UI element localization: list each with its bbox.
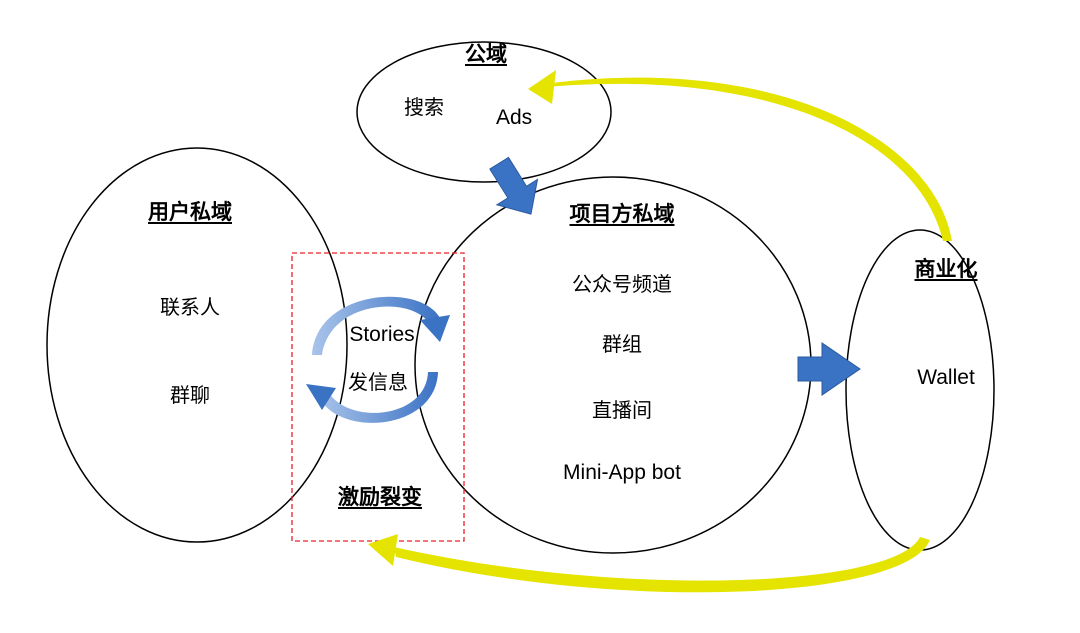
incentive-stories: Stories bbox=[349, 323, 415, 346]
user-private-title: 用户私域 bbox=[148, 200, 232, 224]
incentive-send-message: 发信息 bbox=[348, 370, 408, 394]
commercialization-title: 商业化 bbox=[914, 257, 978, 281]
incentive-title: 激励裂变 bbox=[338, 485, 422, 509]
yellow-arrowhead-incentive bbox=[368, 534, 398, 566]
public-domain-title: 公域 bbox=[465, 42, 507, 66]
public-domain-ellipse bbox=[356, 41, 612, 183]
user-private-ellipse bbox=[46, 147, 348, 543]
commercialization-wallet: Wallet bbox=[917, 366, 975, 389]
project-private-live-room: 直播间 bbox=[592, 398, 652, 422]
project-private-mini-app-bot: Mini-App bot bbox=[563, 461, 681, 484]
blue-arrow-public-to-project bbox=[489, 156, 539, 215]
project-private-ellipse bbox=[414, 176, 812, 554]
public-domain-ads: Ads bbox=[496, 106, 533, 129]
yellow-arrow-to-incentive bbox=[394, 537, 930, 593]
project-private-title: 项目方私域 bbox=[569, 202, 675, 226]
user-private-contacts: 联系人 bbox=[160, 295, 220, 319]
yellow-arrowhead-public bbox=[528, 70, 556, 104]
project-private-official-channel: 公众号频道 bbox=[572, 272, 672, 296]
cycle-arrow-bottom bbox=[318, 372, 438, 423]
user-private-group-chat: 群聊 bbox=[170, 383, 210, 407]
cycle-arrow-top bbox=[312, 296, 440, 355]
cycle-arrowhead-bottom bbox=[306, 384, 336, 410]
blue-arrow-project-to-commercial bbox=[797, 342, 861, 396]
project-private-groups: 群组 bbox=[602, 332, 642, 356]
cycle-arrowhead-top bbox=[420, 315, 450, 342]
public-domain-search: 搜索 bbox=[404, 95, 444, 119]
